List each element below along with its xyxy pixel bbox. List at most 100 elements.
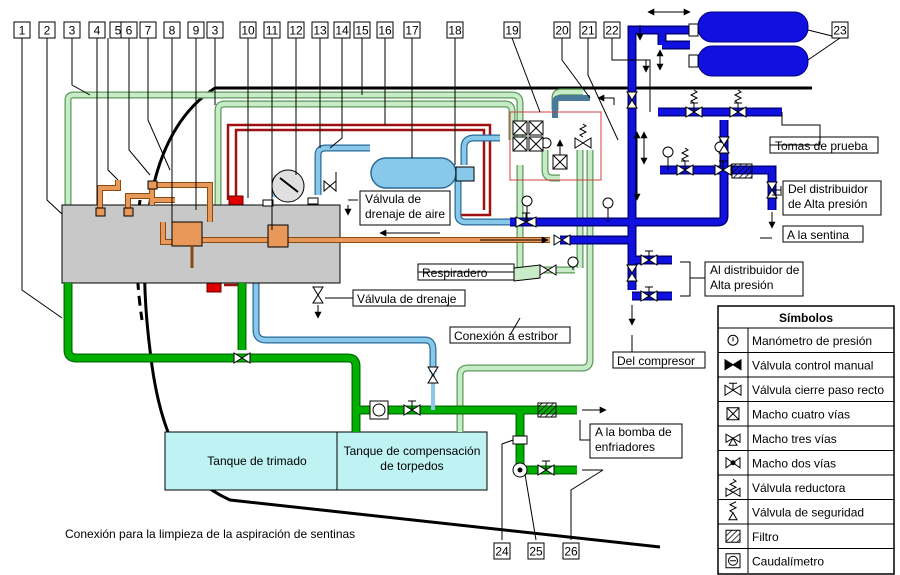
callout-number: 21 (581, 24, 595, 38)
legend-row: Válvula reductora (718, 474, 894, 500)
callout-number: 9 (193, 24, 200, 38)
callout-number: 8 (169, 24, 176, 38)
callout-number: 19 (505, 24, 519, 38)
legend-row: Caudalímetro (718, 548, 894, 573)
legend-label: Válvula control manual (752, 358, 873, 372)
gauge-icon (662, 146, 674, 158)
callout-10: 10 (239, 21, 257, 39)
callout-2: 2 (38, 21, 56, 39)
callout-20: 20 (553, 21, 571, 39)
filter-green (537, 402, 557, 418)
callout-number: 20 (555, 24, 569, 38)
filter-hp (731, 163, 753, 179)
callout-14: 14 (333, 21, 351, 39)
air-receiver-connector (455, 166, 475, 182)
callout-number: 12 (289, 24, 303, 38)
callout-19: 19 (503, 21, 521, 39)
callout-number: 26 (564, 545, 578, 559)
air-drain-dome (271, 169, 305, 203)
starboard-connection-label: Conexión a estribor (454, 329, 558, 343)
callout-1: 1 (13, 21, 31, 39)
legend-row: Macho dos vías (718, 450, 894, 475)
torpedo-compensation-tank (336, 431, 488, 491)
air-bottle-upper (697, 11, 809, 43)
callout-17: 17 (403, 21, 421, 39)
callout-16: 16 (376, 21, 394, 39)
callout-number: 16 (378, 24, 392, 38)
flowmeter-dial (372, 403, 386, 417)
cocks (512, 120, 568, 170)
legend-row: Válvula control manual (718, 352, 894, 377)
flow-arrows (314, 8, 776, 326)
callout-number: 7 (145, 24, 152, 38)
to-cooler-pump-label: A la bomba de enfriadores (595, 425, 672, 454)
four-way-cock-icon (726, 407, 740, 421)
legend-label: Filtro (752, 530, 779, 544)
callout-13: 13 (311, 21, 329, 39)
callout-15: 15 (353, 21, 371, 39)
from-hp-distributor-label: Del distribuidor de Alta presión (788, 182, 869, 211)
callout-11: 11 (263, 21, 281, 39)
callout-8: 8 (163, 21, 181, 39)
legend-row: Macho tres vías (718, 425, 894, 451)
to-bilge-label: A la sentina (787, 228, 849, 242)
legend-row: Válvula de seguridad (718, 499, 894, 524)
callout-number: 3 (69, 24, 76, 38)
valve-box-19 (509, 111, 602, 181)
callout-number: 18 (448, 24, 462, 38)
filter-icon (725, 529, 741, 543)
callout-23: 23 (831, 21, 849, 39)
callout-number: 17 (405, 24, 419, 38)
manual-valve-icon (724, 358, 742, 371)
legend-title: Símbolos (779, 311, 833, 325)
safety-valve-icon (728, 501, 738, 521)
bottle-valve-lower (688, 54, 699, 68)
legend-label: Macho tres vías (752, 432, 837, 446)
oil-fitting-b (123, 207, 134, 217)
legend-label: Válvula reductora (752, 481, 846, 495)
callout-9: 9 (187, 21, 205, 39)
air-receiver-17 (370, 157, 457, 189)
callout-22: 22 (603, 21, 621, 39)
callout-21: 21 (579, 21, 597, 39)
callout-number: 23 (833, 24, 847, 38)
callout-number: 11 (266, 24, 279, 38)
callout-12: 12 (287, 21, 305, 39)
callout-number: 14 (335, 24, 349, 38)
gauge-icon (727, 334, 739, 346)
callout-26: 26 (562, 542, 580, 560)
oil-manifold (171, 221, 203, 247)
callout-number: 24 (495, 545, 509, 559)
two-way-cock-icon (725, 456, 741, 469)
breather-cone (513, 264, 541, 282)
callout-4: 4 (88, 21, 106, 39)
bilge-cleaning-connection-label: Conexión para la limpieza de la aspiraci… (65, 527, 355, 541)
legend-row: Filtro (718, 523, 894, 549)
callout-number: 22 (605, 24, 619, 38)
callout-6: 6 (120, 21, 138, 39)
three-way-cock-icon (725, 433, 741, 446)
gauges (521, 137, 726, 268)
legend-row: Macho cuatro vías (718, 401, 894, 426)
green-coupling (512, 435, 528, 445)
callout-number: 25 (529, 545, 543, 559)
legend-label: Macho cuatro vías (752, 407, 850, 421)
callout-number: 4 (94, 24, 101, 38)
callout-25: 25 (527, 542, 545, 560)
valve-stems (408, 102, 782, 470)
to-hp-distributor-label: Al distribuidor de Alta presión (710, 263, 800, 292)
legend-label: Macho dos vías (752, 456, 836, 470)
flowmeter-icon (725, 553, 741, 569)
callout-number: 15 (355, 24, 369, 38)
callout-number: 13 (313, 24, 327, 38)
compensation-tank-label-box: Tanque de compensación de torpedos (344, 444, 481, 473)
trim-tank (164, 431, 338, 491)
gauge-icon (521, 195, 533, 207)
callout-7: 7 (139, 21, 157, 39)
test-taps-label: Tomas de prueba (775, 139, 868, 153)
air-bottle-lower (697, 45, 809, 77)
legend-row: Manómetro de presión (718, 327, 894, 353)
callout-24: 24 (493, 542, 511, 560)
callout-number: 10 (241, 24, 255, 38)
